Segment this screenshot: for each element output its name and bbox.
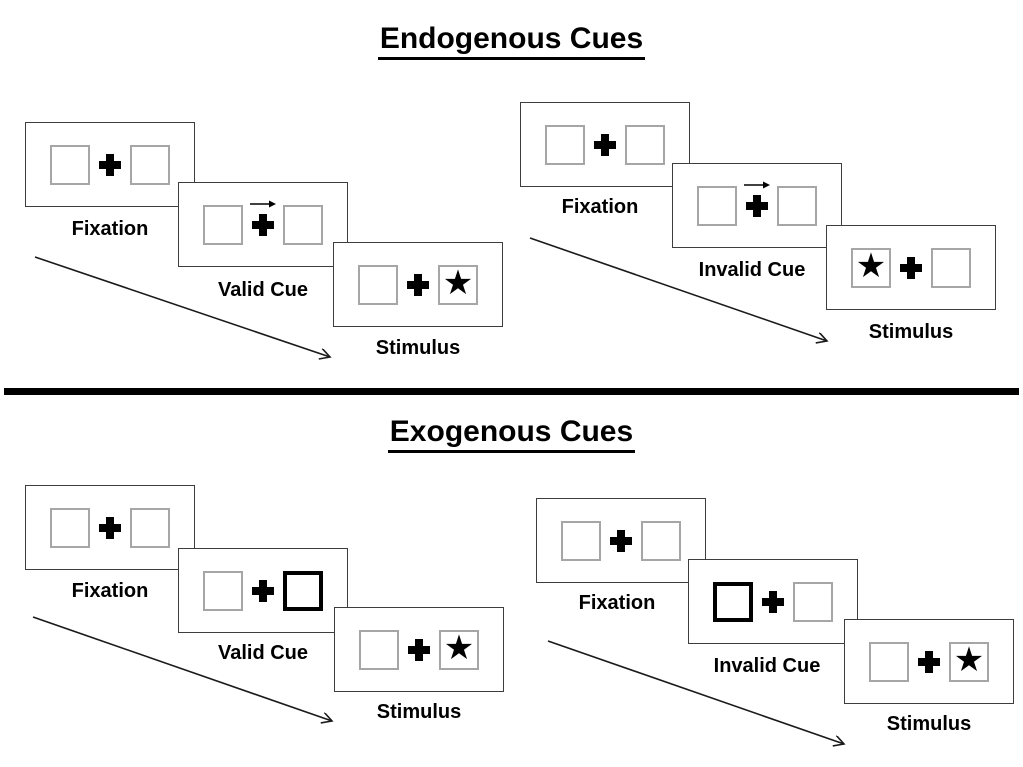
placeholder-box-left xyxy=(203,570,243,611)
fixation-cross-icon xyxy=(250,200,276,236)
placeholder-box-left xyxy=(358,264,398,305)
placeholder-box-left xyxy=(359,629,399,670)
cue-screen xyxy=(178,548,348,633)
cue-screen xyxy=(688,559,858,644)
fixation-label: Fixation xyxy=(578,592,656,614)
stimulus-label: Stimulus xyxy=(376,701,462,723)
placeholder-box-right xyxy=(130,144,170,185)
stimulus-star-box: ★ xyxy=(438,264,478,305)
placeholder-box-right xyxy=(931,247,971,288)
placeholder-box-left xyxy=(561,520,601,561)
placeholder-box-left xyxy=(869,641,909,682)
placeholder-box-left xyxy=(545,124,585,165)
cue-direction-arrow-icon xyxy=(250,200,276,207)
fixation-cross-icon xyxy=(610,529,632,552)
fixation-screen xyxy=(25,122,195,207)
fixation-cross-icon xyxy=(594,133,616,156)
stimulus-screen: ★ xyxy=(826,225,996,310)
stimulus-screen: ★ xyxy=(844,619,1014,704)
timeline-arrow xyxy=(529,237,827,341)
fixation-cross-icon xyxy=(762,590,784,613)
cue-highlight-box xyxy=(283,570,323,611)
exogenous-title-text: Exogenous Cues xyxy=(387,415,636,453)
placeholder-box-right xyxy=(130,507,170,548)
fixation-label: Fixation xyxy=(71,580,149,602)
star-icon: ★ xyxy=(442,264,474,302)
cue-screen xyxy=(672,163,842,248)
placeholder-box-left xyxy=(50,507,90,548)
fixation-cross-icon xyxy=(918,650,940,673)
stimulus-star-box: ★ xyxy=(439,629,479,670)
fixation-label: Fixation xyxy=(71,218,149,240)
fixation-cross-icon xyxy=(744,181,770,217)
placeholder-box-right xyxy=(777,185,817,226)
star-icon: ★ xyxy=(443,629,475,667)
stimulus-star-box: ★ xyxy=(851,247,891,288)
timeline-arrow xyxy=(34,256,330,357)
section-divider xyxy=(4,388,1019,395)
cue-highlight-box xyxy=(713,581,753,622)
stimulus-screen: ★ xyxy=(333,242,503,327)
star-icon: ★ xyxy=(953,641,985,679)
fixation-screen xyxy=(536,498,706,583)
placeholder-box-right xyxy=(283,204,323,245)
fixation-screen xyxy=(25,485,195,570)
cue-label: Valid Cue xyxy=(217,279,309,301)
endogenous-title-text: Endogenous Cues xyxy=(377,22,646,60)
placeholder-box-right xyxy=(625,124,665,165)
fixation-cross-icon xyxy=(252,579,274,602)
placeholder-box-left xyxy=(697,185,737,226)
star-icon: ★ xyxy=(855,247,887,285)
cue-label: Invalid Cue xyxy=(713,655,821,677)
fixation-cross-icon xyxy=(407,273,429,296)
placeholder-box-left xyxy=(203,204,243,245)
exogenous-section-title: Exogenous Cues xyxy=(0,415,1023,453)
placeholder-box-right xyxy=(641,520,681,561)
fixation-label: Fixation xyxy=(561,196,639,218)
cue-direction-arrow-icon xyxy=(744,181,770,188)
placeholder-box-left xyxy=(50,144,90,185)
stimulus-label: Stimulus xyxy=(886,713,972,735)
placeholder-box-right xyxy=(793,581,833,622)
endogenous-section-title: Endogenous Cues xyxy=(0,22,1023,60)
fixation-cross-icon xyxy=(408,638,430,661)
stimulus-screen: ★ xyxy=(334,607,504,692)
cue-label: Valid Cue xyxy=(217,642,309,664)
fixation-screen xyxy=(520,102,690,187)
cue-label: Invalid Cue xyxy=(698,259,806,281)
fixation-cross-icon xyxy=(99,516,121,539)
stimulus-label: Stimulus xyxy=(375,337,461,359)
stimulus-star-box: ★ xyxy=(949,641,989,682)
fixation-cross-icon xyxy=(99,153,121,176)
stimulus-label: Stimulus xyxy=(868,321,954,343)
fixation-cross-icon xyxy=(900,256,922,279)
cue-screen xyxy=(178,182,348,267)
